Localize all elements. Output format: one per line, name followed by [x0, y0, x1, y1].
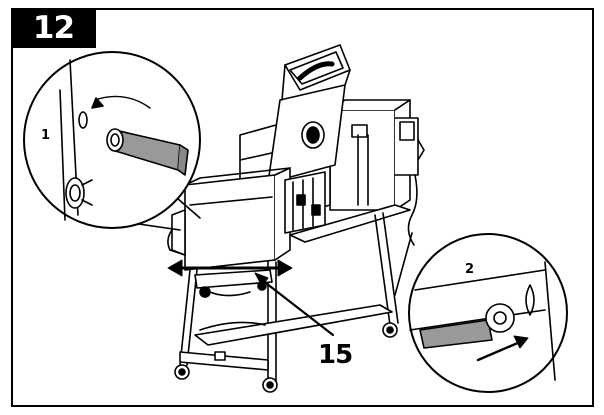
spread-arrow: [167, 259, 293, 277]
part-number-label: 15: [318, 340, 353, 370]
detail-1-magnifier: [23, 51, 201, 231]
step-number-badge: 12: [11, 8, 96, 48]
detail-2-magnifier: [394, 232, 568, 393]
detail-1-label: 1: [41, 128, 51, 143]
grill-body: [167, 44, 425, 271]
detail-2-label: 2: [465, 262, 475, 277]
grill-cart: [174, 212, 399, 393]
part-15-leader: [254, 272, 335, 337]
